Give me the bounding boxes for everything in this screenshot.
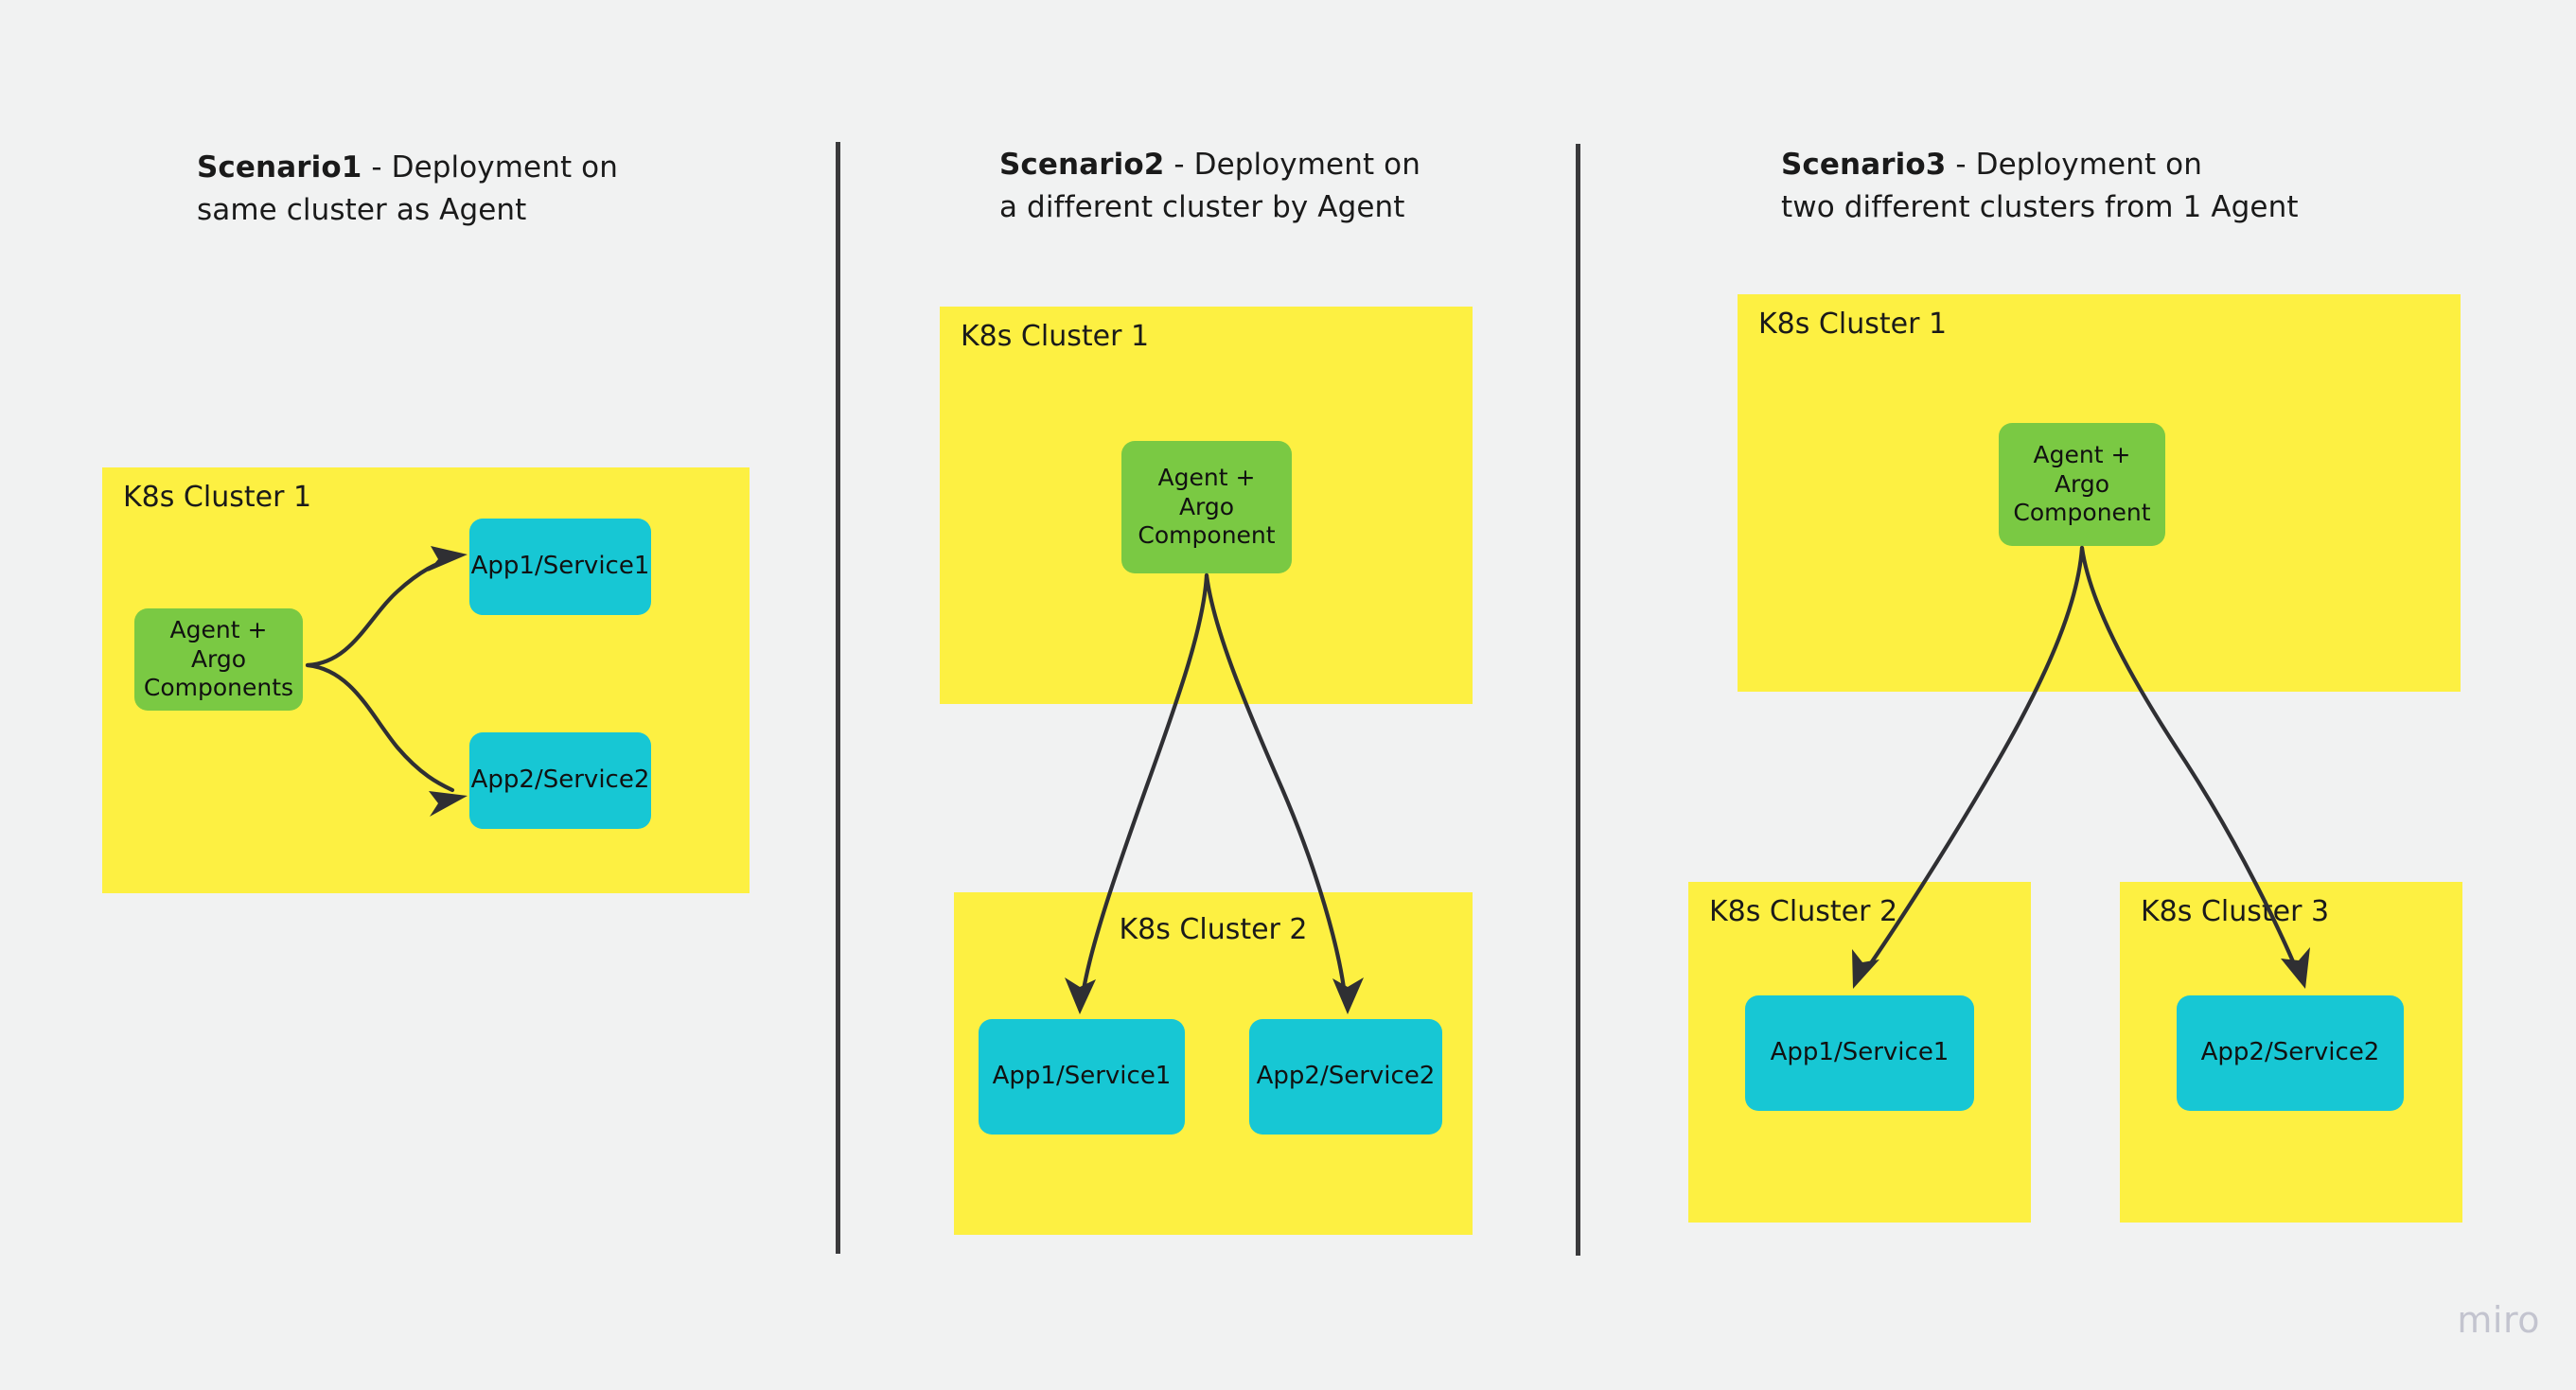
node-s2-app2[interactable]: App2/Service2 [1249, 1019, 1442, 1135]
node-label-s2-app1: App1/Service1 [992, 1062, 1172, 1091]
node-label-s3-agent: Agent + Argo Component [2013, 441, 2151, 527]
node-s3-agent[interactable]: Agent + Argo Component [1999, 423, 2165, 546]
node-label-s2-app2: App2/Service2 [1256, 1062, 1436, 1091]
scenario1-description: - Deployment on same cluster as Agent [197, 150, 618, 227]
node-label-s1-agent: Agent + Argo Components [143, 616, 294, 702]
node-label-s1-app2: App2/Service2 [470, 765, 650, 795]
node-s2-app1[interactable]: App1/Service1 [979, 1019, 1185, 1135]
node-s1-app1[interactable]: App1/Service1 [469, 519, 651, 615]
node-s1-agent[interactable]: Agent + Argo Components [134, 608, 303, 711]
cluster-label-s3-cluster3: K8s Cluster 3 [2141, 895, 2330, 928]
scenario1-title: Scenario1 - Deployment on same cluster a… [197, 147, 727, 232]
scenario3-name: Scenario3 [1781, 148, 1947, 182]
node-s3-app2[interactable]: App2/Service2 [2177, 995, 2404, 1111]
cluster-label-s1-cluster1: K8s Cluster 1 [123, 481, 312, 514]
node-s2-agent[interactable]: Agent + Argo Component [1121, 441, 1292, 573]
node-s1-app2[interactable]: App2/Service2 [469, 732, 651, 829]
scenario2-description: - Deployment on a different cluster by A… [999, 148, 1420, 224]
miro-watermark: miro [2457, 1299, 2540, 1341]
cluster-label-s2-cluster2: K8s Cluster 2 [1119, 913, 1308, 946]
scenario2-name: Scenario2 [999, 148, 1165, 182]
scenario3-description: - Deployment on two different clusters f… [1781, 148, 2299, 224]
scenario3-title: Scenario3 - Deployment on two different … [1781, 144, 2406, 229]
panel-divider-1 [836, 142, 840, 1254]
panel-divider-2 [1576, 144, 1580, 1256]
cluster-label-s2-cluster1: K8s Cluster 1 [961, 320, 1150, 353]
scenario2-title: Scenario2 - Deployment on a different cl… [999, 144, 1567, 229]
node-label-s1-app1: App1/Service1 [470, 552, 650, 581]
scenario1-name: Scenario1 [197, 150, 362, 185]
node-label-s3-app1: App1/Service1 [1770, 1038, 1950, 1067]
cluster-label-s3-cluster1: K8s Cluster 1 [1758, 308, 1948, 341]
node-label-s2-agent: Agent + Argo Component [1138, 464, 1276, 550]
node-label-s3-app2: App2/Service2 [2200, 1038, 2380, 1067]
node-s3-app1[interactable]: App1/Service1 [1745, 995, 1974, 1111]
cluster-label-s3-cluster2: K8s Cluster 2 [1709, 895, 1898, 928]
